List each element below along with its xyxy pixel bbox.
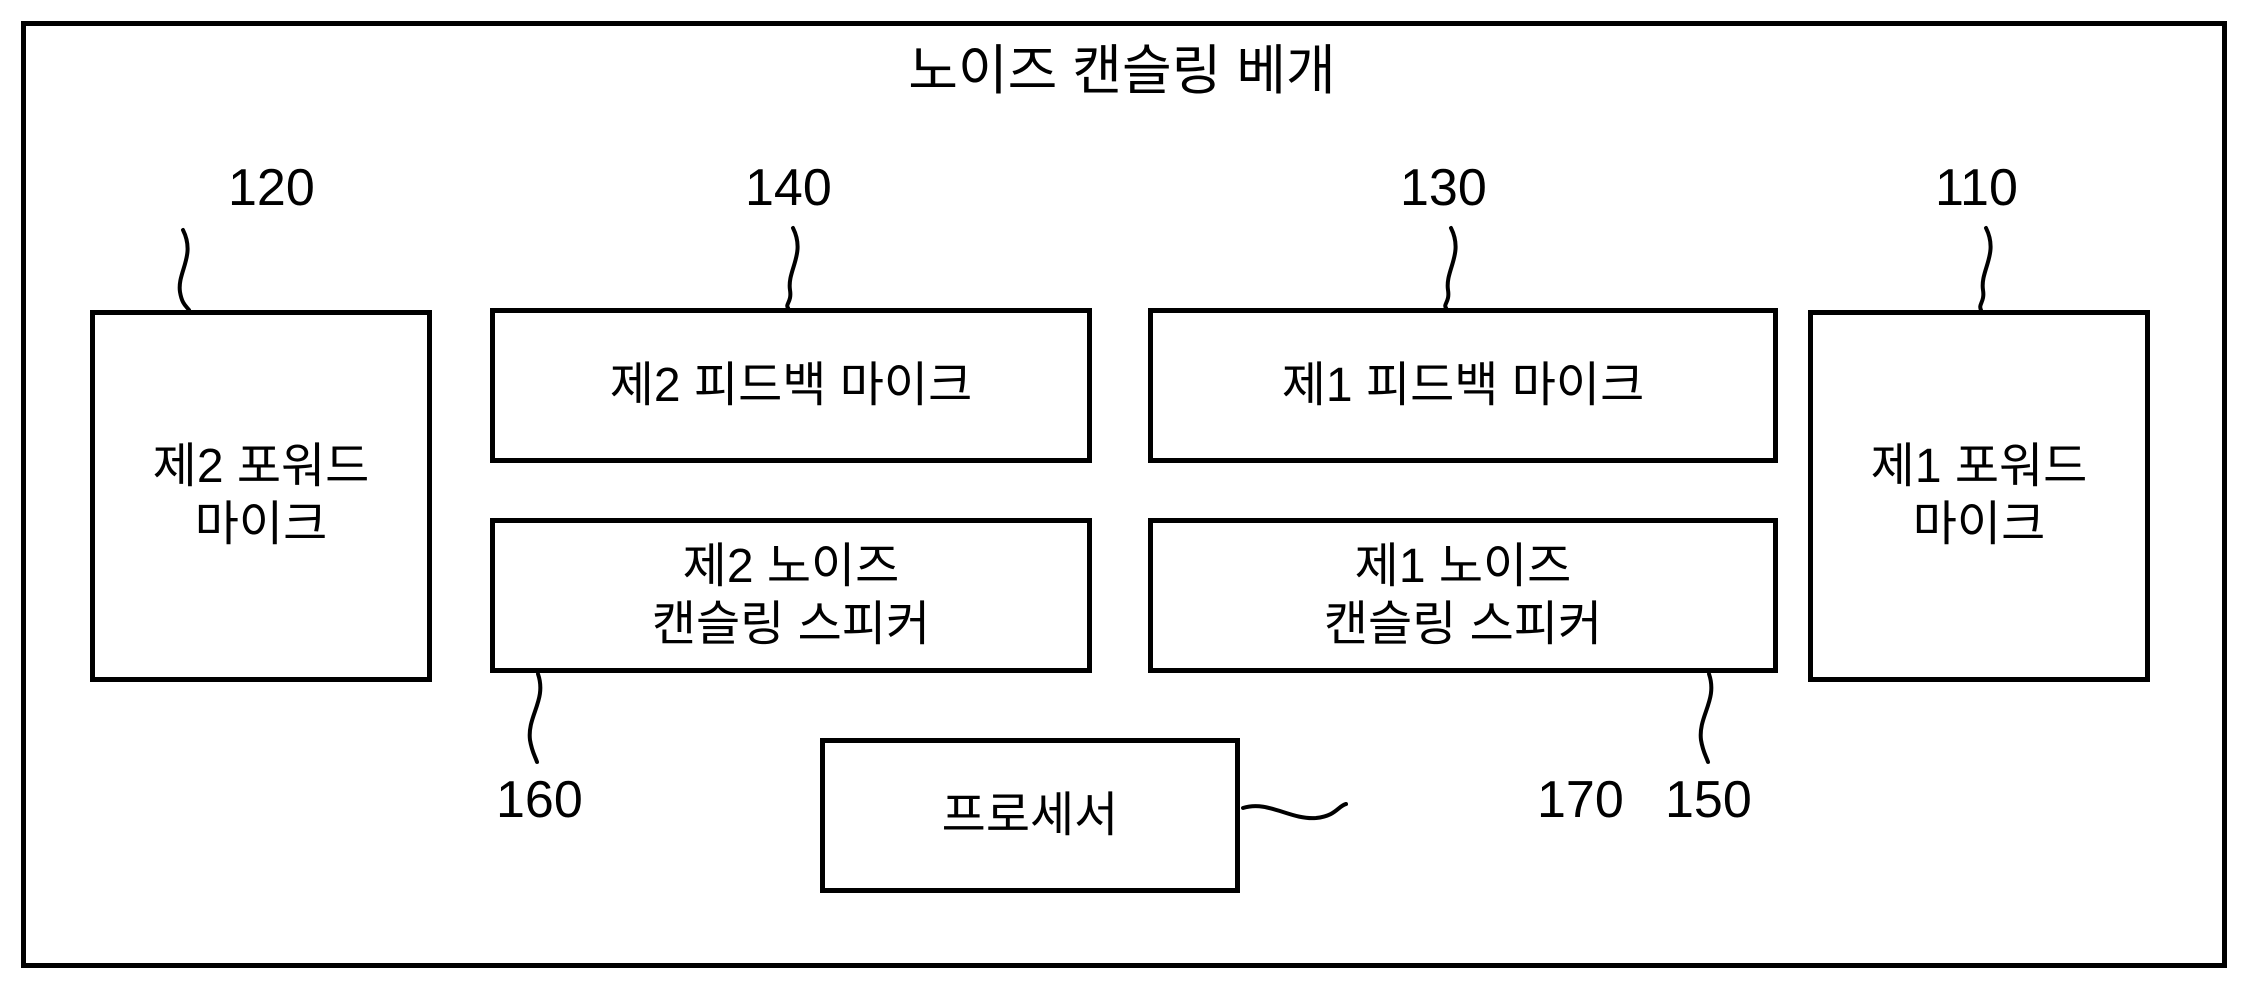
figure-outer-frame <box>21 21 2227 968</box>
block-first-forward-mic: 제1 포워드 마이크 <box>1808 310 2150 682</box>
block-processor: 프로세서 <box>820 738 1240 893</box>
leader-line-110 <box>1978 226 1993 312</box>
ref-numeral-150: 150 <box>1665 771 1752 829</box>
leader-line-160 <box>527 672 543 764</box>
block-label: 제2 노이즈 캔슬링 스피커 <box>651 539 931 651</box>
block-label: 제2 포워드 마이크 <box>152 440 370 551</box>
block-label: 제2 피드백 마이크 <box>609 358 973 412</box>
leader-line-170 <box>1241 802 1348 821</box>
leader-line-130 <box>1443 226 1458 310</box>
block-first-noise-cancelling-speaker: 제1 노이즈 캔슬링 스피커 <box>1148 518 1778 673</box>
leader-line-120 <box>177 228 191 312</box>
page-title: 노이즈 캔슬링 베개 <box>908 41 1336 101</box>
block-label: 제1 포워드 마이크 <box>1870 440 2088 551</box>
ref-numeral-120: 120 <box>228 159 315 217</box>
ref-numeral-130: 130 <box>1400 159 1487 217</box>
ref-numeral-170: 170 <box>1537 771 1624 829</box>
block-label: 프로세서 <box>941 788 1119 842</box>
ref-numeral-110: 110 <box>1935 159 2018 217</box>
block-second-feedback-mic: 제2 피드백 마이크 <box>490 308 1092 463</box>
block-label: 제1 피드백 마이크 <box>1281 358 1645 412</box>
block-label: 제1 노이즈 캔슬링 스피커 <box>1323 539 1603 651</box>
ref-numeral-160: 160 <box>496 771 583 829</box>
block-second-forward-mic: 제2 포워드 마이크 <box>90 310 432 682</box>
block-second-noise-cancelling-speaker: 제2 노이즈 캔슬링 스피커 <box>490 518 1092 673</box>
block-first-feedback-mic: 제1 피드백 마이크 <box>1148 308 1778 463</box>
leader-line-140 <box>785 226 800 310</box>
ref-numeral-140: 140 <box>745 159 832 217</box>
leader-line-150 <box>1698 672 1714 764</box>
